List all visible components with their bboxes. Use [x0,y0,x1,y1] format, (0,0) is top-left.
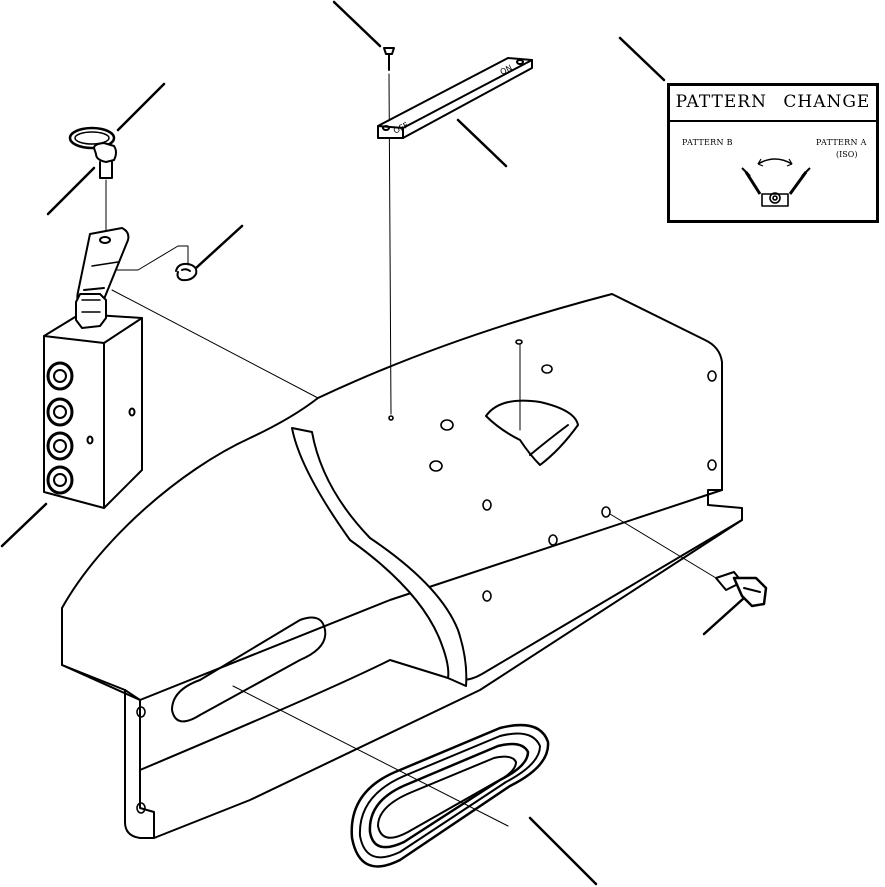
valve-leader [111,289,319,399]
iso-label: (ISO) [836,150,858,159]
lever-cutout-rim [529,424,569,456]
retaining-clip [175,262,198,282]
lever-cutout [485,399,579,466]
indicator-plate: OFF ON [377,57,533,139]
pattern-a-label: PATTERN A [816,138,867,147]
bracket-outline [61,293,743,839]
bracket-top-fold [61,489,723,701]
decal-title: PATTERN CHANGE [675,92,871,112]
callout-lines [0,0,746,886]
decal-divider [670,120,876,122]
selector-valve [43,293,143,509]
bolt-leader [609,513,717,579]
mounting-holes [136,339,717,814]
grommet-leader [232,685,509,827]
slot-grommet [350,723,550,868]
bracket-inner-fold [124,689,141,701]
clip-leader [95,245,189,271]
direction-arrow-icon [757,158,793,165]
cable-slot [171,616,327,723]
pattern-change-decal: PATTERN CHANGE PATTERN B PATTERN A (ISO) [667,83,879,223]
bracket-bottom-edge [153,519,743,839]
valve-ports [46,361,74,495]
mounting-bolt [715,571,768,608]
break-line [291,427,468,687]
pattern-selector-icon [741,158,811,207]
mounting-bracket [61,293,743,839]
plate-screw [383,47,395,71]
pattern-b-label: PATTERN B [682,138,733,147]
detent-pin [68,126,117,179]
valve-fitting [75,293,107,329]
